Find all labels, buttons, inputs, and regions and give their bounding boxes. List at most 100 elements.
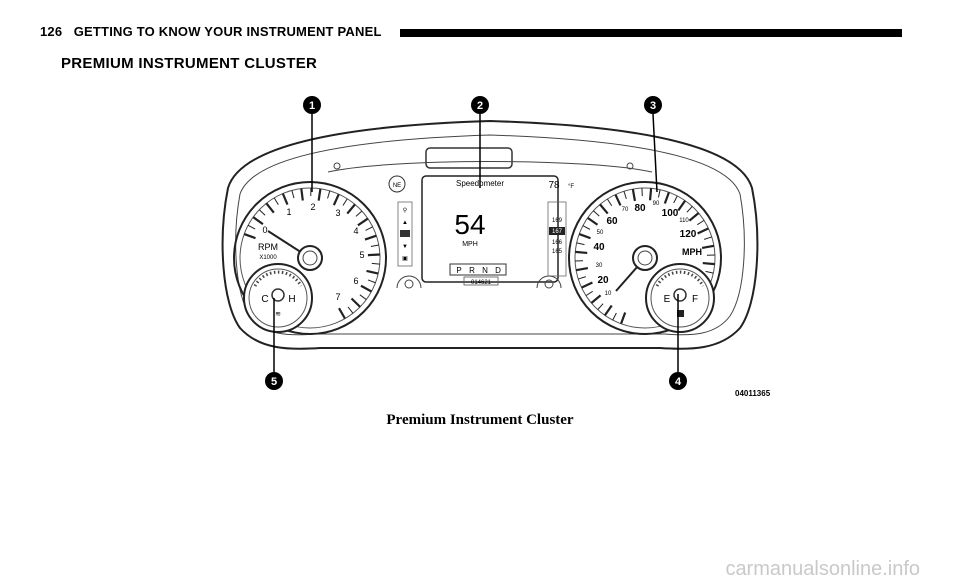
callout-3 <box>644 96 662 114</box>
callouts: 1 2 3 4 5 <box>265 96 687 390</box>
outside-temp-unit: °F <box>568 184 574 190</box>
gauge-tick <box>332 193 340 206</box>
gauge-tick <box>612 312 617 321</box>
gauge-tick <box>603 304 613 316</box>
speed-minor-label: 10 <box>605 291 612 297</box>
gauge-tick <box>367 279 376 284</box>
gauge-tick <box>357 217 369 227</box>
gauge-tick <box>599 203 609 215</box>
instrument-cluster-figure: Speedometer 54 MPH ⚲ ▲ ▼ ▣ 169 167 166 1… <box>210 88 791 410</box>
callout-5 <box>265 372 283 390</box>
gauge-tick <box>587 216 599 226</box>
header-text: 126 GETTING TO KNOW YOUR INSTRUMENT PANE… <box>40 24 382 39</box>
gear-d: D <box>495 266 501 275</box>
callout-2 <box>471 96 489 114</box>
fuel-pump-icon <box>677 310 684 317</box>
gauge-tick <box>705 270 714 274</box>
tachometer: 1 2 3 4 5 6 7 0 RPM X1000 <box>233 181 387 335</box>
callout-5-label: 5 <box>271 376 277 388</box>
fuel-full-label: F <box>692 294 698 305</box>
gauge-tick <box>582 225 591 230</box>
gauge-tick <box>702 261 715 266</box>
top-lens <box>425 147 513 169</box>
gauge-tick <box>355 210 363 217</box>
gauge-tick <box>701 244 715 250</box>
gauge-tick <box>281 193 289 205</box>
svg-text:⚲: ⚲ <box>403 207 407 214</box>
gauge-tick <box>338 307 346 320</box>
callout-3-label: 3 <box>650 100 656 112</box>
callout-1 <box>303 96 321 114</box>
gauge-tick <box>585 290 593 297</box>
gauge-tick <box>578 276 587 280</box>
tach-tick-label: 5 <box>359 250 364 260</box>
section-title: PREMIUM INSTRUMENT CLUSTER <box>61 55 318 72</box>
speed-minor-label: 110 <box>679 218 689 224</box>
gauge-tick <box>247 224 256 230</box>
gear-p: P <box>456 266 461 275</box>
gear-r: R <box>469 266 475 275</box>
gauge-tick <box>364 234 377 241</box>
gauge-tick <box>265 202 275 214</box>
speed-minor-label: 70 <box>622 207 629 213</box>
gauge-tick <box>243 233 256 240</box>
gauge-tick <box>370 244 379 247</box>
tach-zero-label: 0 <box>262 225 267 235</box>
gauge-tick <box>593 210 600 217</box>
gauge-tick <box>576 242 585 246</box>
speed-tick-label: 80 <box>634 203 646 214</box>
speed-minor-label: 30 <box>596 263 603 269</box>
gauge-tick <box>703 236 712 240</box>
gauge-tick <box>697 219 705 226</box>
outside-temp: 78 <box>548 180 560 191</box>
gauge-tick <box>631 188 637 202</box>
gear-n: N <box>482 266 488 275</box>
svg-text:▣: ▣ <box>402 256 408 262</box>
gauge-tick <box>291 190 295 199</box>
gauge-tick <box>300 188 304 201</box>
tach-tick-label: 1 <box>286 207 291 217</box>
gauge-tick <box>252 216 264 226</box>
gauge-tick <box>258 209 266 216</box>
callout-2-label: 2 <box>477 100 483 112</box>
gauge-tick <box>606 198 613 206</box>
cluster-illustration: Speedometer 54 MPH ⚲ ▲ ▼ ▣ 169 167 166 1… <box>221 96 791 398</box>
gauge-tick <box>342 198 348 206</box>
gauge-tick <box>347 306 354 314</box>
tach-tick-label: 2 <box>310 202 315 212</box>
svg-text:▼: ▼ <box>402 244 408 250</box>
speedometer: 20 40 60 80 100 120 10 30 50 70 90 110 M… <box>568 181 722 335</box>
gauge-tick <box>273 197 279 205</box>
page-header: 126 GETTING TO KNOW YOUR INSTRUMENT PANE… <box>0 22 960 44</box>
tach-tick-label: 6 <box>353 276 358 286</box>
header-rule <box>400 29 902 37</box>
outer-bezel <box>221 119 759 350</box>
temp-cold-label: C <box>261 294 268 305</box>
speed-tick-label: 120 <box>680 229 697 240</box>
gauge-tick <box>620 312 627 325</box>
display-speed-unit: MPH <box>462 241 478 248</box>
figure-caption: Premium Instrument Cluster <box>386 412 574 428</box>
svg-text:▲: ▲ <box>402 220 408 226</box>
speed-unit-label: MPH <box>682 247 702 257</box>
fuel-gauge: E F <box>645 263 715 333</box>
speed-minor-label: 50 <box>597 230 604 236</box>
header-section: GETTING TO KNOW YOUR INSTRUMENT PANEL <box>73 24 382 39</box>
gauge-tick <box>359 294 367 300</box>
cruise-value: 169 <box>552 218 563 224</box>
gauge-tick <box>614 194 622 206</box>
watermark: carmanualsonline.info <box>725 558 920 580</box>
gauge-tick <box>365 226 373 231</box>
odometer: 014621 <box>471 280 492 286</box>
gauge-tick <box>688 212 700 222</box>
cruise-value: 167 <box>552 229 563 235</box>
gauge-tick <box>623 191 627 200</box>
tach-tick-label: 4 <box>353 226 358 236</box>
fuel-empty-label: E <box>664 294 671 305</box>
page-number: 126 <box>40 24 63 39</box>
callout-4 <box>669 372 687 390</box>
cruise-value: 166 <box>552 240 563 246</box>
gauge-tick <box>686 206 693 213</box>
gauge-tick <box>590 294 602 304</box>
speed-tick-label: 100 <box>662 208 679 219</box>
